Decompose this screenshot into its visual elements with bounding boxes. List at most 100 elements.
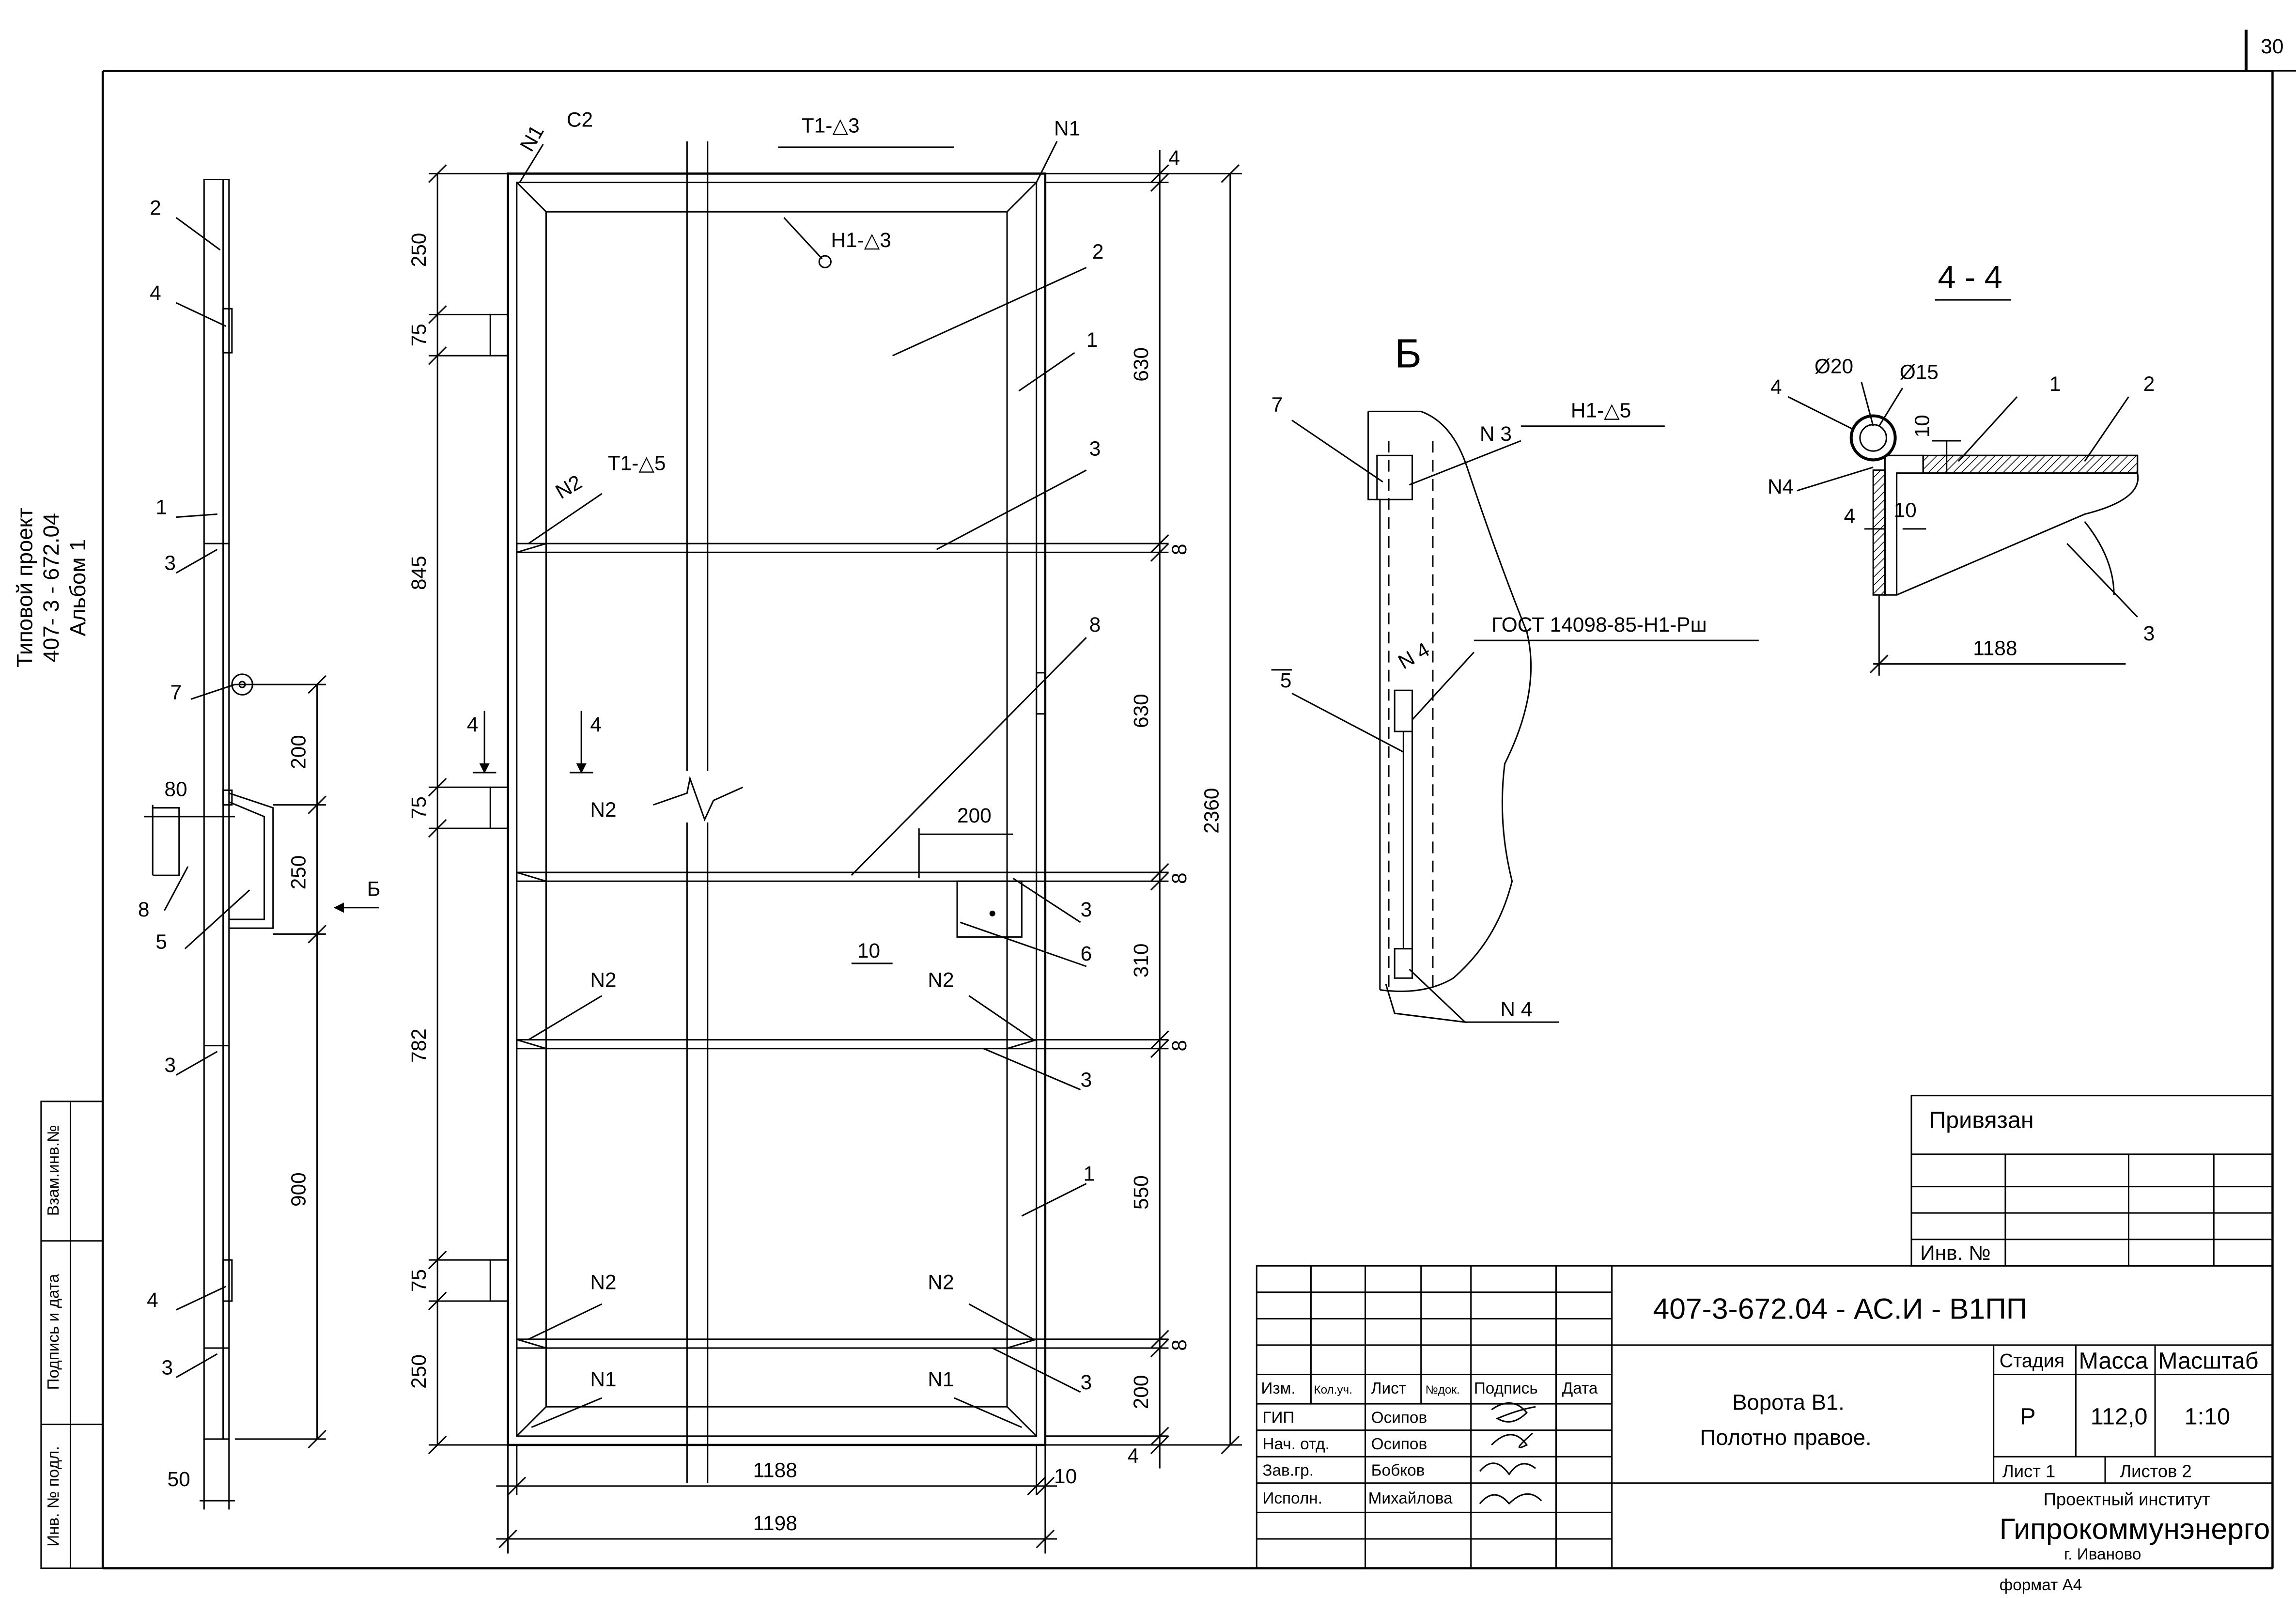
label: N4 [1768,475,1794,498]
drawing-code: 407-3-672.04 - АС.И - В1ПП [1653,1292,2028,1325]
signature [1479,1493,1542,1505]
mass-value: 112,0 [2091,1404,2148,1430]
label: 3 [1081,898,1092,921]
label: 1 [1084,1162,1095,1185]
dim: 550 [1130,1175,1152,1210]
dim: 4 [1128,1444,1139,1467]
dim: 4 [1168,146,1180,169]
mass-header: Масса [2079,1348,2148,1374]
label: ГОСТ 14098-85-Н1-Рш [1491,613,1706,636]
label: Т1-△5 [608,452,666,475]
label: N2 [552,470,586,503]
dim: 1198 [753,1512,797,1535]
label: Ø15 [1900,361,1939,384]
hdr: Изм. [1261,1380,1295,1397]
side-title-2: 407- 3 - 672.04 [39,513,63,662]
privyazan-label: Привязан [1929,1107,2033,1133]
person: Осипов [1371,1409,1427,1427]
label: С2 [567,108,593,131]
role: ГИП [1262,1409,1294,1427]
dim: 8 [1168,543,1191,555]
inv-label: Инв. № [1920,1241,1990,1264]
label: Б [367,878,381,900]
dim: 10 [1894,499,1917,522]
dim: 1188 [753,1459,797,1482]
label: 4 [150,281,161,304]
label: N2 [928,968,954,991]
label: 80 [164,777,187,800]
side-title-3: Альбом 1 [65,539,90,636]
dim: 250 [407,1354,430,1389]
org-3: г. Иваново [2064,1545,2141,1563]
label: Н1-△3 [831,229,891,251]
role: Исполн. [1262,1489,1322,1507]
dim: 75 [407,1269,430,1292]
label: 2 [150,196,161,219]
label: 10 [857,939,880,962]
sheet-label: Лист 1 [2002,1461,2055,1481]
dim: 8 [1168,1040,1191,1052]
dim-total: 2360 [1200,788,1223,834]
person: Осипов [1371,1435,1427,1453]
dim: 630 [1130,694,1152,728]
label: 3 [1081,1371,1092,1394]
scale-value: 1:10 [2185,1404,2230,1430]
dim: 4 [1844,505,1856,527]
dim: 900 [287,1172,310,1207]
description-1: Ворота В1. [1732,1390,1845,1414]
stamp-vzam: Взам.инв.№ [45,1125,62,1216]
stamp-inv: Инв. № подл. [45,1446,62,1547]
label: Т1-△3 [802,114,860,137]
dim: 10 [1054,1465,1077,1488]
role: Нач. отд. [1262,1435,1329,1453]
label: 8 [138,898,150,921]
person: Михайлова [1368,1489,1453,1507]
side-stamp-table [40,1101,104,1569]
label: N1 [590,1368,616,1391]
label: N2 [590,1271,616,1294]
stage-header: Стадия [2000,1350,2064,1371]
dim: 250 [407,233,430,267]
label: 200 [957,804,992,827]
section-title: 4 - 4 [1938,260,2002,295]
label: N2 [928,1271,954,1294]
dim: 630 [1130,347,1152,382]
label: N1 [928,1368,954,1391]
hdr: Подпись [1474,1380,1538,1397]
dim: 8 [1168,872,1191,884]
dim: 10 [1910,415,1933,437]
title-block [1256,1095,2274,1569]
hdr: Лист [1371,1380,1406,1397]
label: 3 [164,552,176,574]
section-mark: 4 [467,713,479,736]
label: 5 [155,931,167,953]
label: 5 [1280,669,1292,692]
sheets-label: Листов 2 [2120,1461,2191,1481]
scale-header: Масштаб [2158,1348,2258,1374]
label: 1 [155,496,167,519]
dim: 75 [407,796,430,819]
side-view [144,179,379,1510]
section-mark: 4 [590,713,602,736]
label: 3 [161,1356,173,1379]
detail-b [1271,410,1759,1024]
label: 3 [1081,1069,1092,1091]
hdr: Дата [1562,1380,1598,1397]
label: 7 [1272,393,1283,416]
dim: 310 [1130,943,1152,977]
label: 3 [1089,437,1101,460]
label: 2 [1092,240,1104,263]
person: Бобков [1371,1462,1425,1480]
stage-value: Р [2020,1404,2035,1430]
section-4-4 [1787,299,2139,676]
role: Зав.гр. [1262,1462,1314,1480]
hdr: Кол.уч. [1314,1383,1352,1396]
dim: 75 [407,324,430,346]
label: 4 [147,1288,158,1311]
side-title-1: Типовой проект [13,508,37,667]
label: N 4 [1500,998,1532,1021]
label: 1 [2049,372,2061,395]
label: 6 [1081,942,1092,965]
hdr: №док. [1426,1383,1460,1396]
label: 8 [1089,613,1101,636]
